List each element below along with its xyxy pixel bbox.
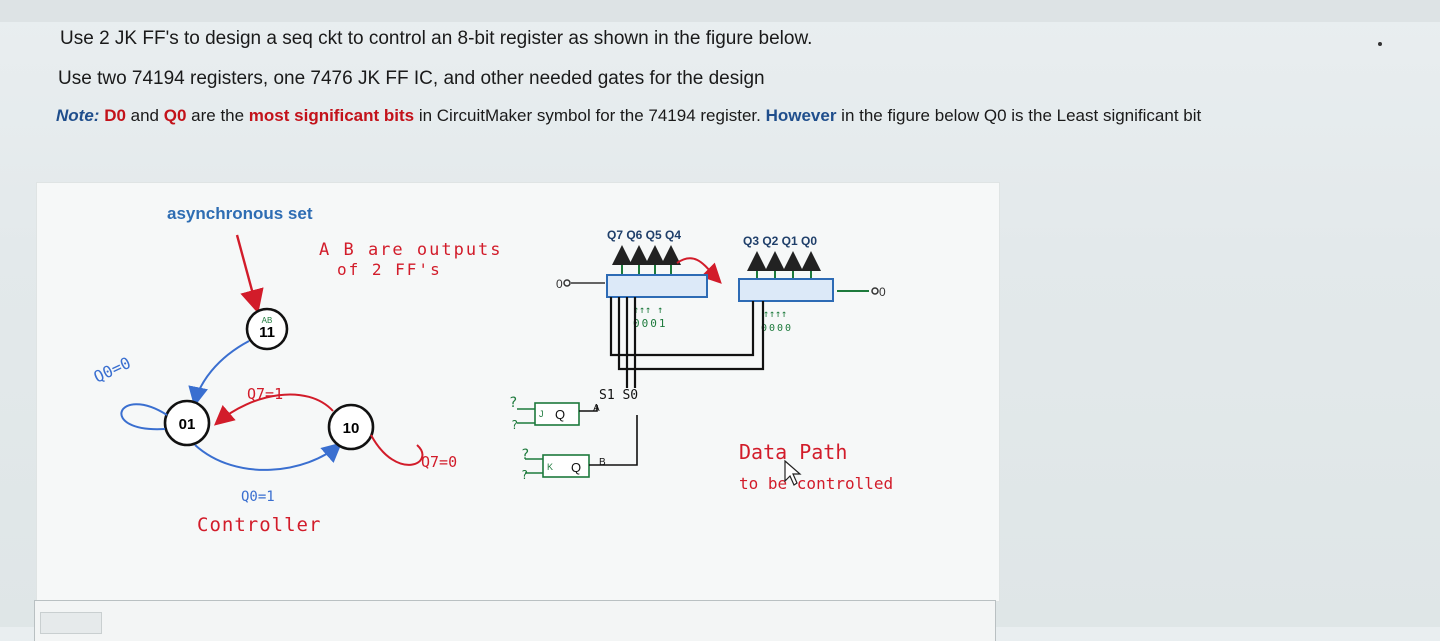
select-label: S1 S0 [599, 388, 638, 403]
circuit-figure: asynchronous set A B are outputs of 2 FF… [36, 182, 1000, 602]
note-msb: most significant bits [248, 106, 415, 125]
async-set-arrow [235, 234, 264, 314]
label-self-01: Q0=0 [91, 353, 134, 387]
serial-link-arrow [676, 257, 722, 284]
ff-b-unknown-k: ? [521, 468, 528, 482]
datapath-sublabel: to be controlled [739, 474, 893, 493]
ab-note-line1: A B are outputs [319, 240, 503, 260]
state-01-label: 01 [179, 416, 196, 433]
lower-input-arrows: ↑↑↑↑ [763, 309, 787, 320]
note-however: However [765, 106, 837, 125]
right-serial-input-dot [871, 287, 879, 295]
ff-a [534, 402, 580, 426]
answer-editor-box[interactable] [34, 600, 996, 641]
state-10-label: 10 [343, 420, 360, 437]
controller-label: Controller [197, 514, 321, 536]
figure-drawing: asynchronous set A B are outputs of 2 FF… [91, 204, 893, 536]
ff-a-unknown-k: ? [511, 418, 518, 432]
mouse-cursor-icon [784, 459, 802, 486]
register-lower [738, 278, 834, 302]
ff-a-q: Q [555, 407, 565, 422]
menu-dot-icon[interactable] [1378, 42, 1382, 46]
note-q0: Q0 [163, 106, 187, 125]
ff-b-label: B [599, 457, 606, 468]
upper-input-arrows: ↑↑↑ ↑ [633, 305, 663, 316]
ff-b-q: Q [571, 460, 581, 475]
datapath-label: Data Path [739, 440, 847, 464]
arrow-10-to-01 [213, 393, 334, 426]
label-q0-1: Q0=1 [241, 489, 275, 505]
control-bus [609, 297, 765, 388]
note-and: and [125, 106, 164, 125]
state-01-circle [163, 399, 211, 447]
note-tail: in the figure below Q0 is the Least sign… [836, 106, 1202, 125]
ff-b-output-line [589, 415, 638, 466]
state-10-circle [327, 403, 375, 451]
lower-input-values: 0000 [761, 323, 793, 334]
ff-b-k: K [547, 462, 553, 472]
arrow-11-to-01 [188, 340, 250, 407]
browser-top-strip [0, 0, 1440, 22]
async-set-label: asynchronous set [167, 204, 313, 223]
right-input-value: 0 [879, 285, 886, 299]
left-input-value: 0 [556, 277, 563, 291]
note-label: Note: [56, 106, 100, 125]
ff-a-unknown-j: ? [509, 395, 517, 411]
ab-note-line2: of 2 FF's [337, 260, 442, 279]
ff-a-j: J [539, 409, 544, 419]
ff-a-output-line [579, 405, 598, 412]
ff-a-input-lines [517, 408, 535, 424]
note-rest: in CircuitMaker symbol for the 74194 reg… [414, 106, 766, 125]
ff-b-unknown-j: ? [521, 447, 529, 463]
question-line-2: Use two 74194 registers, one 7476 JK FF … [58, 68, 765, 89]
state-11-label: 11 [259, 324, 275, 341]
upper-input-values: 0001 [633, 317, 668, 330]
self-loop-10 [370, 434, 424, 466]
ff-b [542, 454, 590, 478]
lower-output-arrows [747, 251, 821, 279]
lower-outputs-label: Q3 Q2 Q1 Q0 [743, 234, 817, 248]
label-q7-1: Q7=1 [247, 385, 283, 403]
left-serial-input-dot [563, 279, 571, 287]
arrow-01-to-10 [194, 442, 343, 471]
state-11-ab: AB [262, 316, 273, 325]
ff-b-input-lines [525, 458, 543, 474]
note-d0: D0 [104, 106, 126, 125]
upper-output-arrows [612, 245, 681, 275]
state-11-circle [245, 307, 289, 351]
label-self-10: Q7=0 [421, 453, 457, 471]
question-line-1: Use 2 JK FF's to design a seq ckt to con… [60, 28, 813, 49]
question-note: Note: D0 and Q0 are the most significant… [56, 106, 1201, 126]
register-upper [606, 274, 708, 298]
upper-outputs-label: Q7 Q6 Q5 Q4 [607, 228, 681, 242]
note-are-the: are the [186, 106, 249, 125]
editor-toolbar-button[interactable] [40, 612, 102, 634]
self-loop-01 [120, 403, 168, 431]
